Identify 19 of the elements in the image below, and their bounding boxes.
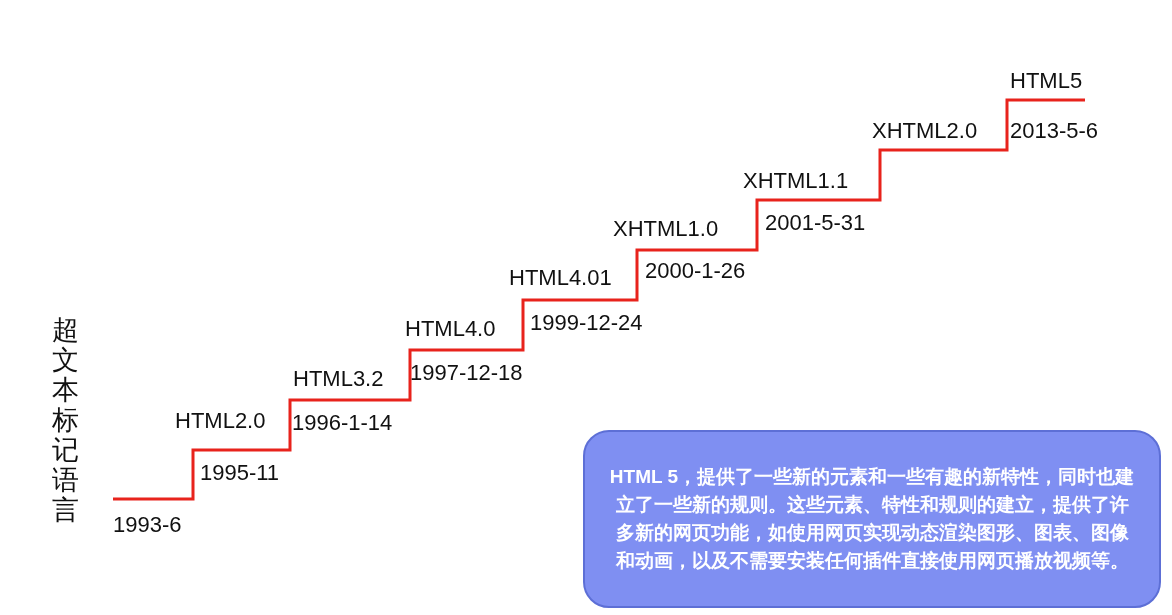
version-label: HTML2.0 [175, 408, 266, 434]
version-label: HTML3.2 [293, 366, 384, 392]
date-label: 2013-5-6 [1010, 118, 1099, 144]
vertical-title: 超文本标记语言 [52, 315, 80, 525]
date-label: 1993-6 [113, 512, 182, 538]
callout-box [583, 430, 1161, 608]
date-label: 1996-1-14 [292, 410, 393, 436]
version-label: HTML4.01 [509, 265, 612, 291]
version-label: XHTML1.1 [743, 168, 849, 194]
version-label: HTML5 [1010, 68, 1083, 94]
version-label: HTML4.0 [405, 316, 496, 342]
date-label: 2000-1-26 [645, 258, 746, 284]
date-label: 1997-12-18 [410, 360, 523, 386]
description-text: HTML 5，提供了一些新的元素和一些有趣的新特性，同时也建立了一些新的规则。这些元素、特性和规则的建立，提供了许多新的网页功能，如使用网页实现动态渲染图形、图表、图像和动画，以及不需要安装任何插件直接使用网页播放视频等。 [608, 465, 1136, 573]
date-label: 1995-11 [200, 460, 280, 486]
version-label: XHTML1.0 [613, 216, 719, 242]
date-label: 2001-5-31 [765, 210, 866, 236]
date-label: 1999-12-24 [530, 310, 643, 336]
version-label: XHTML2.0 [872, 118, 978, 144]
